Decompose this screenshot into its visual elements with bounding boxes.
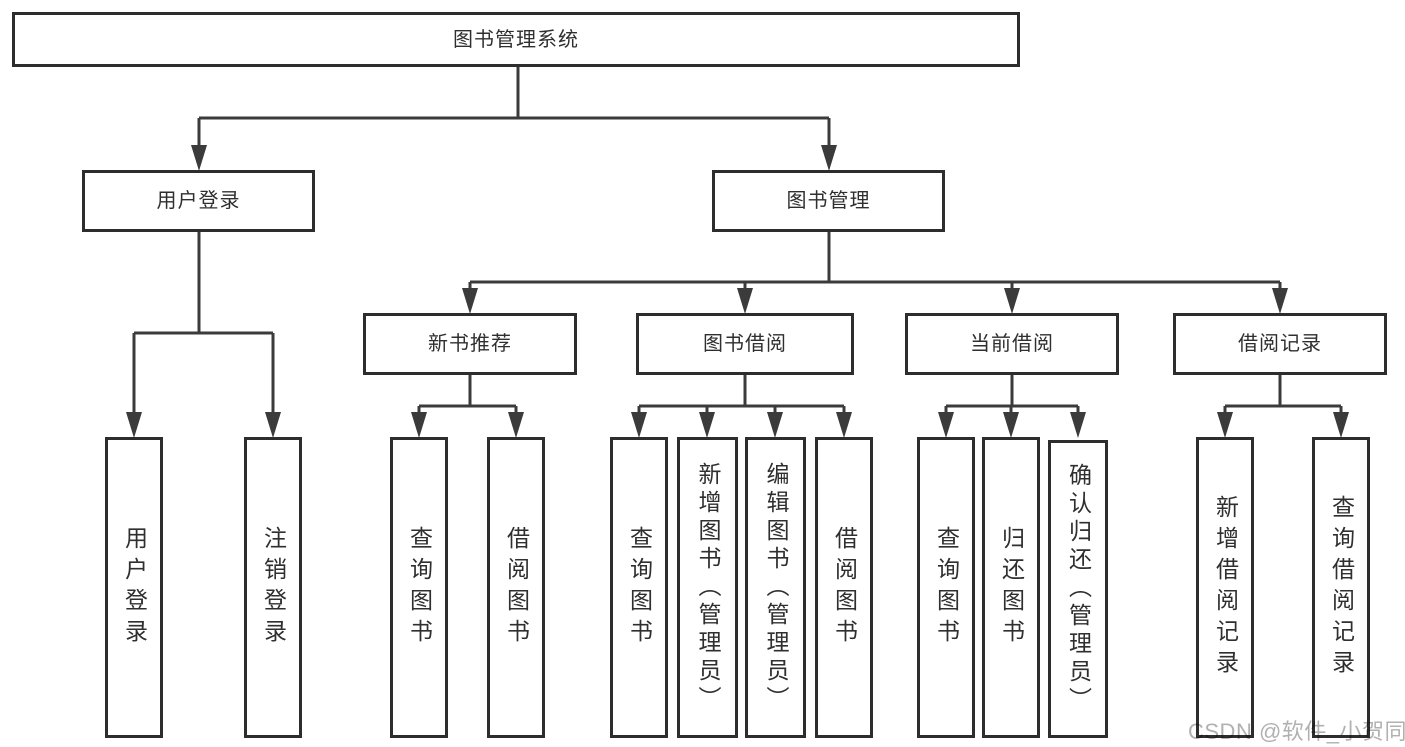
node-new-book-recommend: 新书推荐 <box>363 313 577 375</box>
node-book-borrow: 图书借阅 <box>636 313 854 375</box>
leaf-user-login: 用户登录 <box>105 437 163 738</box>
leaf-current-query-books: 查询图书 <box>917 437 975 738</box>
node-library-system: 图书管理系统 <box>12 12 1020 67</box>
node-borrow-records: 借阅记录 <box>1173 313 1387 375</box>
node-user-login: 用户登录 <box>82 170 315 232</box>
leaf-records-add-record: 新增借阅记录 <box>1196 437 1254 738</box>
leaf-logout: 注销登录 <box>244 437 302 738</box>
leaf-records-query-record: 查询借阅记录 <box>1312 437 1370 738</box>
leaf-borrow-query-books: 查询图书 <box>610 437 668 738</box>
leaf-current-return-books: 归还图书 <box>982 437 1040 738</box>
leaf-borrow-add-books-admin: 新增图书（管理员） <box>677 437 738 738</box>
leaf-current-confirm-return-admin: 确认归还（管理员） <box>1048 440 1108 738</box>
node-current-borrow: 当前借阅 <box>905 313 1119 375</box>
leaf-recommend-borrow-books: 借阅图书 <box>487 437 545 738</box>
csdn-watermark: CSDN @软件_小贺同学 <box>1188 719 1405 744</box>
leaf-borrow-borrow-books: 借阅图书 <box>815 437 873 738</box>
leaf-recommend-query-books: 查询图书 <box>390 437 448 738</box>
node-book-management: 图书管理 <box>712 170 945 232</box>
leaf-borrow-edit-books-admin: 编辑图书（管理员） <box>745 437 806 738</box>
